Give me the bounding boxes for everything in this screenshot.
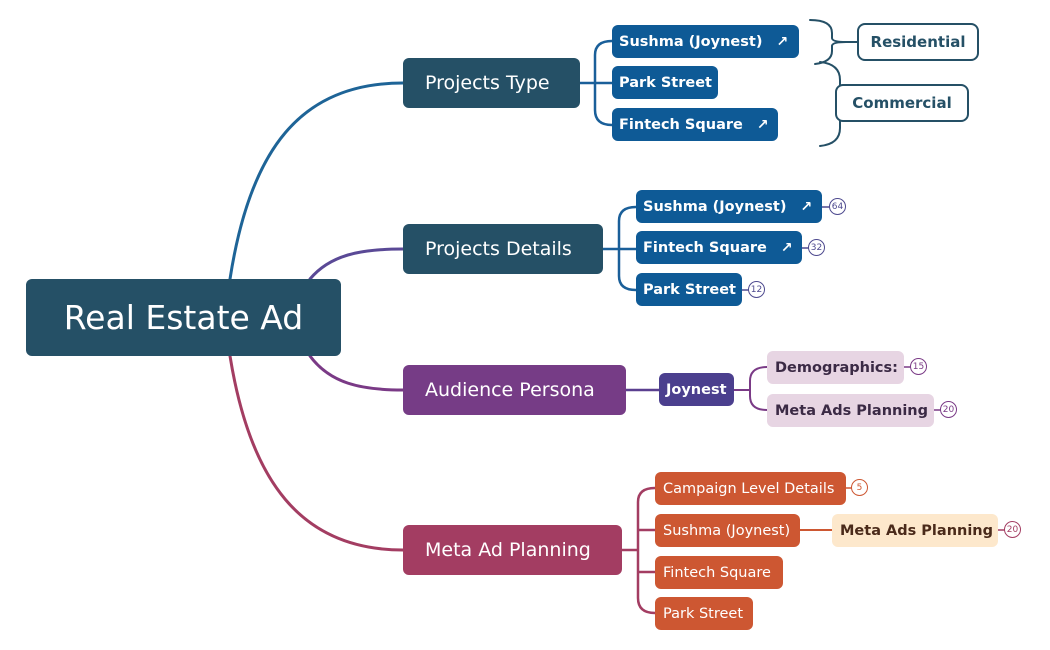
summary-commercial[interactable]: Commercial <box>835 84 969 122</box>
subtopic-label: Sushma (Joynest) <box>619 33 763 50</box>
subtopic-park-street-plan[interactable]: Park Street <box>655 597 753 630</box>
subtopic-park-street[interactable]: Park Street <box>612 66 718 99</box>
count-badge: 20 <box>940 401 957 418</box>
subtopic-sushma-joynest-plan[interactable]: Sushma (Joynest) <box>655 514 800 547</box>
count-badge: 20 <box>1004 521 1021 538</box>
subtopic-sushma-joynest[interactable]: Sushma (Joynest) ↗ <box>612 25 799 58</box>
count-badge: 12 <box>748 281 765 298</box>
topic-projects-details[interactable]: Projects Details <box>403 224 603 274</box>
subtopic-campaign-level-details[interactable]: Campaign Level Details <box>655 472 846 505</box>
subtopic-label: Fintech Square <box>643 239 767 256</box>
topic-meta-ad-planning[interactable]: Meta Ad Planning <box>403 525 622 575</box>
topic-audience-persona[interactable]: Audience Persona <box>403 365 626 415</box>
subtopic-fintech-square[interactable]: Fintech Square ↗ <box>612 108 778 141</box>
subtopic-label: Sushma (Joynest) <box>643 198 787 215</box>
summary-residential[interactable]: Residential <box>857 23 979 61</box>
subtopic-meta-ads-planning[interactable]: Meta Ads Planning <box>767 394 934 427</box>
external-link-icon[interactable]: ↗ <box>776 33 789 50</box>
subtopic-fintech-square-plan[interactable]: Fintech Square <box>655 556 783 589</box>
subtopic-joynest[interactable]: Joynest <box>659 373 734 406</box>
root-topic[interactable]: Real Estate Ad <box>26 279 341 356</box>
count-badge: 5 <box>851 479 868 496</box>
detail-fintech-square[interactable]: Fintech Square ↗ <box>636 231 802 264</box>
external-link-icon[interactable]: ↗ <box>756 116 769 133</box>
detail-sushma-joynest[interactable]: Sushma (Joynest) ↗ <box>636 190 822 223</box>
detail-park-street[interactable]: Park Street <box>636 273 742 306</box>
topic-projects-type[interactable]: Projects Type <box>403 58 580 108</box>
count-badge: 15 <box>910 358 927 375</box>
external-link-icon[interactable]: ↗ <box>800 198 813 215</box>
subtopic-label: Fintech Square <box>619 116 743 133</box>
count-badge: 64 <box>829 198 846 215</box>
subtopic-meta-ads-planning-2[interactable]: Meta Ads Planning <box>832 514 998 547</box>
subtopic-demographics[interactable]: Demographics: <box>767 351 904 384</box>
external-link-icon[interactable]: ↗ <box>780 239 793 256</box>
count-badge: 32 <box>808 239 825 256</box>
